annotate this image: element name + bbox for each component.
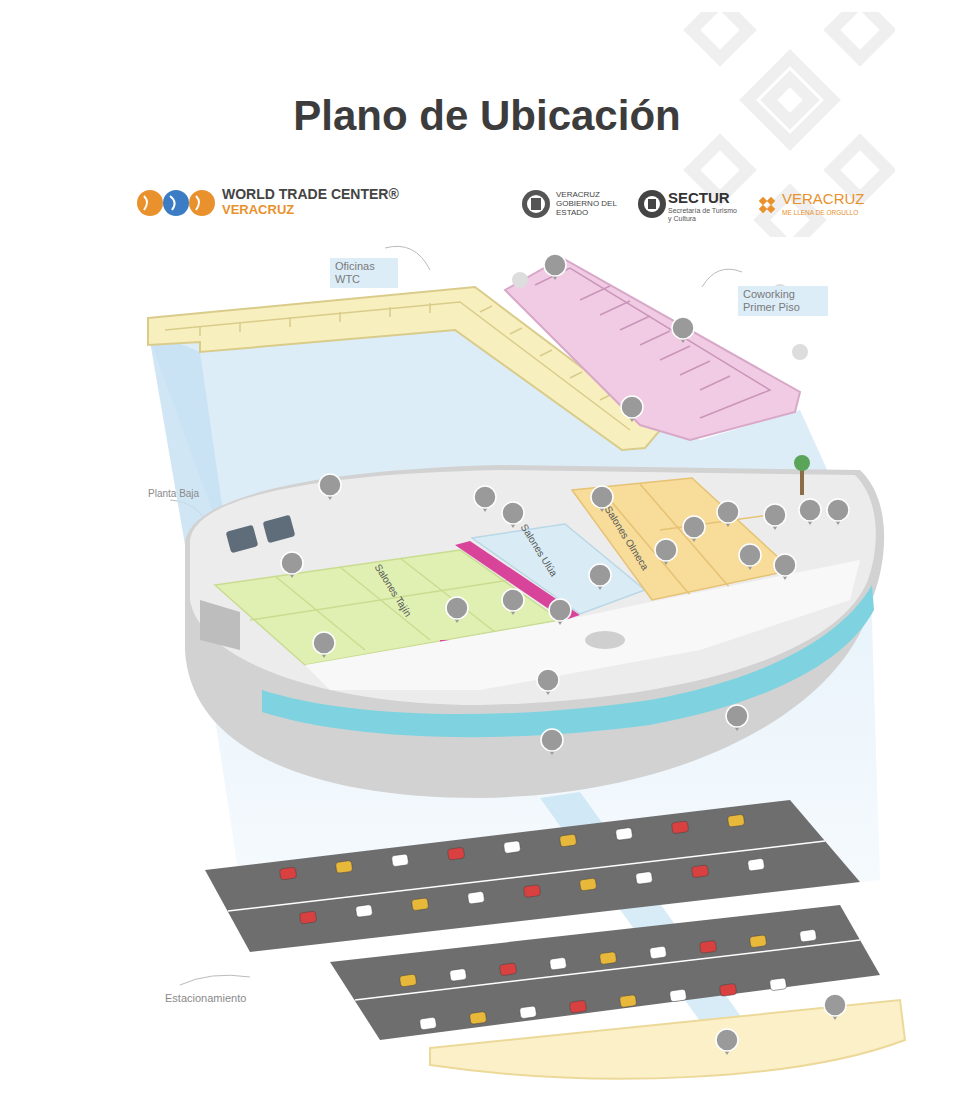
car <box>615 827 632 840</box>
lane-line <box>228 841 860 1000</box>
title: Plano de Ubicación <box>293 92 680 140</box>
car <box>503 841 520 854</box>
label: ME LLENA DE ORGULLO <box>782 209 858 216</box>
car <box>691 865 708 878</box>
label: Estacionamiento <box>165 992 246 1005</box>
car <box>449 968 466 981</box>
car <box>799 929 816 942</box>
column <box>512 272 528 288</box>
map-pin <box>549 599 571 625</box>
label: Secretaría de Turismo y Cultura <box>668 207 740 223</box>
map-pin <box>621 396 643 422</box>
car <box>447 847 464 860</box>
ground-floor-body <box>185 465 884 798</box>
map-pin <box>824 994 846 1020</box>
label: VERACRUZ <box>782 190 865 207</box>
map-pin <box>827 499 849 525</box>
label: WORLD TRADE CENTER® <box>222 186 399 202</box>
callout-box: Oficinas WTC <box>330 258 398 288</box>
callout-box: Coworking Primer Piso <box>738 286 828 316</box>
car <box>559 834 576 847</box>
ramp <box>200 600 240 650</box>
car <box>649 946 666 959</box>
map-pin <box>446 597 468 623</box>
car <box>747 858 764 871</box>
map-pin <box>655 539 677 565</box>
map-pin <box>726 705 748 731</box>
car <box>335 860 352 873</box>
car <box>299 911 316 924</box>
glass-facade <box>262 585 874 737</box>
car <box>719 983 736 996</box>
palm <box>794 455 810 471</box>
label: Planta Baja <box>148 488 199 500</box>
car <box>499 963 516 976</box>
car <box>769 978 786 991</box>
car <box>569 1000 586 1013</box>
map-pin <box>672 317 694 343</box>
car <box>469 1011 486 1024</box>
map-pin <box>589 564 611 590</box>
car <box>669 989 686 1002</box>
sectur-emblem <box>638 190 666 218</box>
label: VERACRUZ <box>222 203 294 218</box>
car <box>549 957 566 970</box>
car <box>279 867 296 880</box>
car <box>749 935 766 948</box>
coworking-walls <box>535 268 770 418</box>
map-pin <box>774 554 796 580</box>
car <box>671 821 688 834</box>
map-pin <box>281 552 303 578</box>
gov-emblem <box>522 190 550 218</box>
map-pin <box>502 589 524 615</box>
van <box>263 515 296 543</box>
map-pin <box>319 474 341 500</box>
label: VERACRUZ GOBIERNO DEL ESTADO <box>556 190 618 218</box>
car <box>355 904 372 917</box>
van <box>226 525 259 553</box>
map-pin <box>739 544 761 570</box>
car <box>619 995 636 1008</box>
stairs <box>585 631 625 649</box>
wtc-logo <box>137 190 215 216</box>
car <box>599 952 616 965</box>
car <box>411 898 428 911</box>
map-pin <box>474 486 496 512</box>
map-pin <box>683 516 705 542</box>
map-pin <box>716 1029 738 1055</box>
car <box>727 814 744 827</box>
car <box>699 940 716 953</box>
car <box>523 885 540 898</box>
map-pin <box>537 669 559 695</box>
pointer-arrow <box>702 269 742 287</box>
car <box>419 1017 436 1030</box>
map-pin <box>313 632 335 658</box>
car <box>399 974 416 987</box>
map-pin <box>541 729 563 755</box>
callout-text: Coworking Primer Piso <box>743 288 823 314</box>
car <box>579 878 596 891</box>
label: SECTUR <box>668 189 730 206</box>
map-pin <box>799 499 821 525</box>
map-pin <box>717 501 739 527</box>
pointer-arrow <box>180 975 250 985</box>
room-walls <box>600 484 770 595</box>
map-pin <box>544 254 566 280</box>
car <box>635 871 652 884</box>
car <box>519 1006 536 1019</box>
car <box>391 854 408 867</box>
map-pin <box>502 502 524 528</box>
veracruz-icon <box>759 197 775 213</box>
map-pin <box>764 504 786 530</box>
column <box>792 344 808 360</box>
car <box>467 891 484 904</box>
callout-text: Oficinas WTC <box>335 260 393 286</box>
